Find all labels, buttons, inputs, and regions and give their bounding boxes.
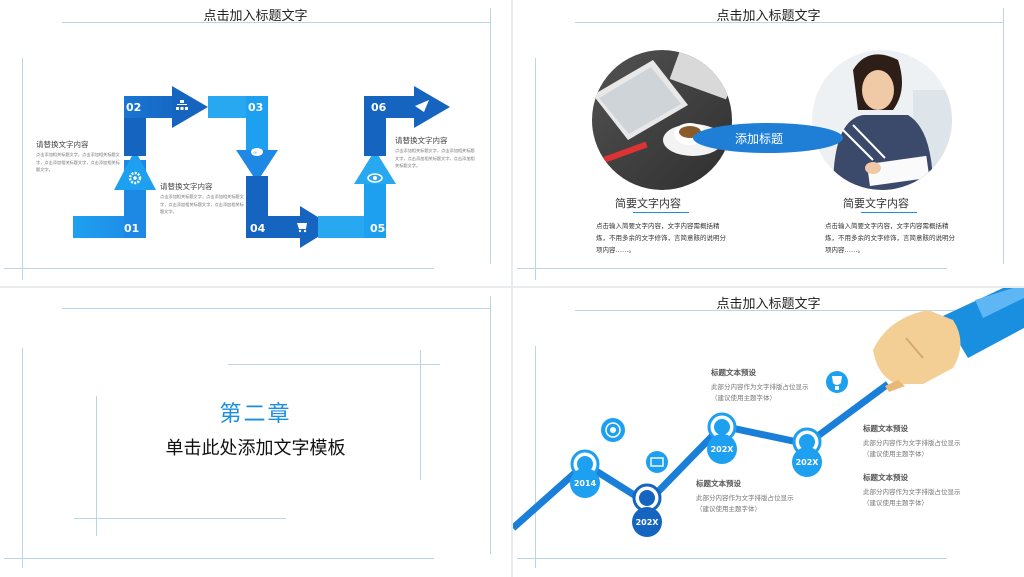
slide-title: 点击加入标题文字 xyxy=(716,297,821,312)
divider xyxy=(62,22,490,23)
hand-icon xyxy=(873,288,1024,392)
label-body: 此部分内容作为文字排版占位显示（建议使用主题字体） xyxy=(863,439,961,458)
timeline-node-202X-a xyxy=(632,483,662,537)
label-body: 此部分内容作为文字排版占位显示（建议使用主题字体） xyxy=(863,488,961,507)
money-icon xyxy=(646,451,668,473)
slide-title: 点击加入标题文字 xyxy=(203,9,308,24)
photo-comparison xyxy=(592,50,952,190)
slide-4[interactable]: 点击加入标题文字 xyxy=(513,288,1024,577)
step-number: 03 xyxy=(248,101,263,114)
chapter-subtitle: 单击此处添加文字模板 xyxy=(165,438,346,459)
divider xyxy=(517,558,947,559)
woman-writing-photo xyxy=(812,50,952,190)
left-heading: 简要文字内容 xyxy=(615,197,681,210)
node-label: 202X xyxy=(636,518,660,527)
divider xyxy=(517,268,947,269)
laptop-coffee-photo xyxy=(592,50,732,190)
frame-line xyxy=(420,350,421,480)
right-heading: 简要文字内容 xyxy=(843,197,909,210)
divider xyxy=(4,558,434,559)
org-chart-icon xyxy=(176,100,188,110)
divider xyxy=(575,310,1003,311)
label-heading: 标题文本预设 xyxy=(863,424,908,433)
gear-icon xyxy=(128,171,142,185)
text-heading: 请替换文字内容 xyxy=(395,136,448,145)
divider xyxy=(535,346,536,568)
slide-3[interactable]: 第二章 单击此处添加文字模板 xyxy=(0,288,511,577)
cart-icon xyxy=(297,223,307,233)
frame-line xyxy=(96,396,97,536)
label-body: 此部分内容作为文字排版占位显示（建议使用主题字体） xyxy=(711,383,809,402)
svg-text:∞: ∞ xyxy=(253,150,257,156)
divider xyxy=(22,58,23,280)
divider xyxy=(490,296,491,554)
label-body: 此部分内容作为文字排版占位显示（建议使用主题字体） xyxy=(696,494,794,513)
cloud-icon: ∞ xyxy=(251,148,263,156)
node-label: 202X xyxy=(796,458,820,467)
text-heading: 请替换文字内容 xyxy=(160,182,213,191)
text-body: 点击添加相关标题文字，点击添加相关标题文字，点击添加相关标题文字，点击添加相关标… xyxy=(36,152,120,172)
timeline-node-2014 xyxy=(570,449,600,498)
divider xyxy=(1003,8,1004,264)
timeline-node-202X-b xyxy=(707,412,737,464)
center-label[interactable]: 添加标题 xyxy=(735,132,784,146)
slide-title: 点击加入标题文字 xyxy=(716,9,821,24)
node-label: 202X xyxy=(711,445,735,454)
step-number: 06 xyxy=(371,101,387,114)
process-arrow-diagram: 01 02 03 04 05 06 ∞ xyxy=(73,86,450,248)
divider xyxy=(4,268,434,269)
frame-line xyxy=(74,518,286,519)
heading-underline xyxy=(633,212,689,213)
right-body: 点击输入简要文字内容，文字内容需概括精炼，不用多余的文字修饰，言简意赅的说明分项… xyxy=(825,222,955,254)
paper-plane-icon xyxy=(415,100,429,112)
label-heading: 标题文本预设 xyxy=(696,479,741,488)
step-number: 05 xyxy=(370,222,385,235)
eye-icon xyxy=(367,173,383,183)
node-label: 2014 xyxy=(574,479,597,488)
step-number: 02 xyxy=(126,101,141,114)
text-heading: 请替换文字内容 xyxy=(36,140,89,149)
divider xyxy=(490,8,491,264)
step-number: 01 xyxy=(124,222,139,235)
slide-1[interactable]: 点击加入标题文字 01 02 03 xyxy=(0,0,511,286)
left-body: 点击输入简要文字内容，文字内容需概括精炼，不用多余的文字修饰，言简意赅的说明分项… xyxy=(596,222,726,254)
divider xyxy=(22,348,23,568)
divider xyxy=(62,308,490,309)
divider xyxy=(535,58,536,280)
growth-timeline: 2014 202X 202X 202X xyxy=(513,288,1024,537)
step-number: 04 xyxy=(250,222,266,235)
text-body: 点击添加相关标题文字，点击添加相关标题文字，点击添加相关标题文字，点击添加相关标… xyxy=(160,194,244,214)
frame-line xyxy=(228,364,440,365)
center-label-bubble xyxy=(693,123,843,153)
text-body: 点击添加相关标题文字，点击添加相关标题文字，点击添加相关标题文字，点击添加相关标… xyxy=(395,148,475,168)
divider xyxy=(575,22,1003,23)
heading-underline xyxy=(861,212,917,213)
label-heading: 标题文本预设 xyxy=(711,368,756,377)
chapter-title: 第二章 xyxy=(219,402,292,427)
timeline-node-202X-c xyxy=(792,427,822,477)
slide-2[interactable]: 点击加入标题文字 xyxy=(513,0,1024,286)
label-heading: 标题文本预设 xyxy=(863,473,908,482)
